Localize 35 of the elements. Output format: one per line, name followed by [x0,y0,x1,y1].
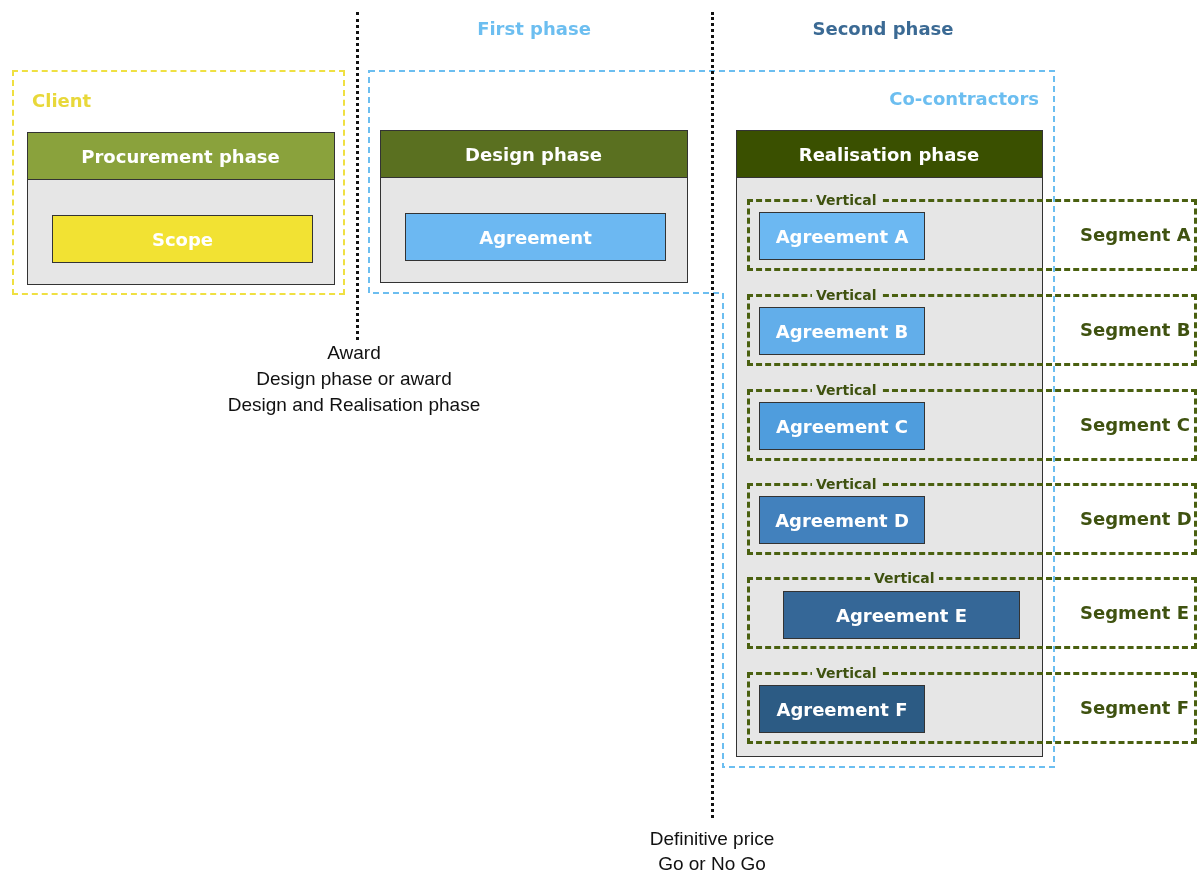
segment-tag: Vertical [812,665,881,681]
segment-label: Segment A [1080,224,1191,245]
phase-header: Procurement phase [26,131,335,180]
region-title: Client [32,90,92,111]
segment-tag: Vertical [870,570,939,586]
segment-tag: Vertical [812,192,881,208]
segment-label: Segment D [1080,508,1192,529]
agreement-box: Agreement B [759,307,925,355]
segment-label: Segment C [1080,414,1190,435]
phase-header: Realisation phase [735,129,1043,178]
phase-panel [380,130,688,283]
dashed-region [12,70,345,295]
agreement-box: Agreement C [759,402,925,450]
segment-tag: Vertical [812,287,881,303]
agreement-box: Agreement [405,213,666,261]
milestone-note: Award [327,342,381,364]
segment-label: Segment E [1080,602,1189,623]
phase-label: Second phase [812,18,954,39]
agreement-box: Agreement A [759,212,925,260]
phase-label: First phase [477,18,591,39]
milestone-note: Definitive price [649,828,775,850]
agreement-box: Agreement F [759,685,925,733]
segment-tag: Vertical [812,382,881,398]
agreement-box: Agreement D [759,496,925,544]
agreement-box: Agreement E [783,591,1020,639]
milestone-note: Design and Realisation phase [227,394,481,416]
phase-panel [27,132,335,285]
region-title: Co-contractors [889,88,1039,109]
segment-label: Segment B [1080,319,1191,340]
segment-label: Segment F [1080,697,1189,718]
agreement-box: Scope [52,215,313,263]
milestone-note: Go or No Go [658,853,766,875]
phase-header: Design phase [379,129,688,178]
segment-tag: Vertical [812,476,881,492]
milestone-note: Design phase or award [256,368,452,390]
